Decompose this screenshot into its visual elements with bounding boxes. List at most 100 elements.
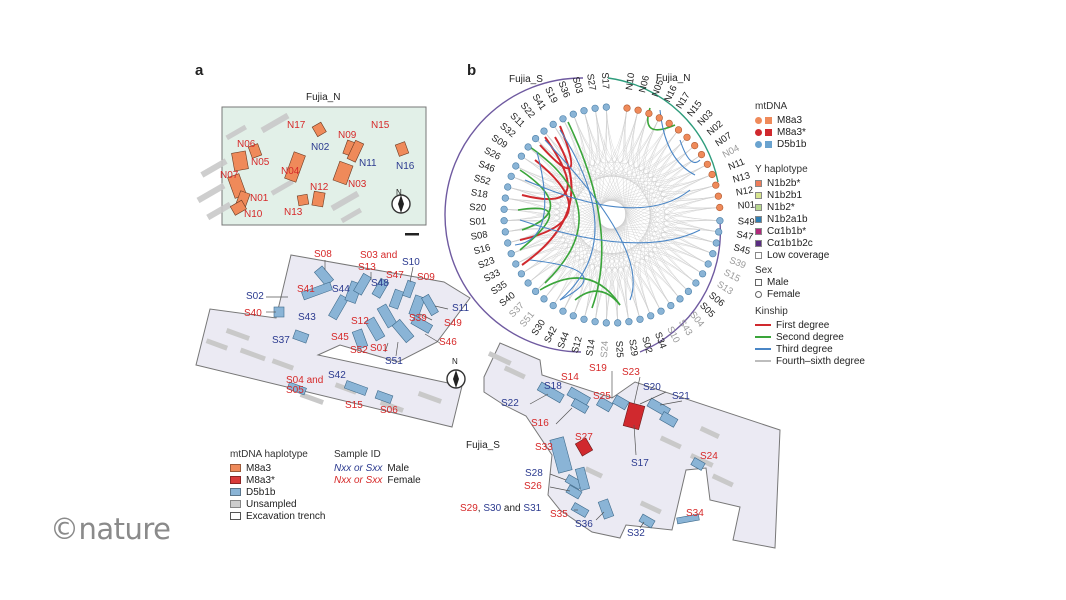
legend-label: Male (767, 276, 789, 288)
circle-node-s10 (657, 307, 665, 315)
legend-b-y-row-0: N1b2b* (755, 177, 865, 189)
south-label-s15: S15 (345, 400, 363, 411)
legend-label: Cα1b1b2c (767, 237, 813, 249)
circle-node-s29 (625, 318, 633, 326)
legend-b-y-title: Y haplotype (755, 164, 808, 175)
circle-node-n04 (703, 160, 712, 168)
legend-label: Third degree (776, 343, 833, 355)
north-label-n09: N09 (338, 130, 357, 141)
map-b-label-s34: S34 (686, 508, 704, 519)
map-b-fujia-s-title: Fujia_S (466, 440, 500, 451)
circle-label-s29: S29 (626, 339, 640, 357)
circle-node-s49 (716, 217, 724, 225)
legend-label: Excavation trench (246, 510, 326, 522)
circle-node-s42 (559, 307, 567, 315)
south-label-s47: S47 (386, 270, 404, 281)
south-label-s41: S41 (297, 284, 315, 295)
circle-node-s44 (569, 312, 577, 320)
circle-node-n11 (708, 170, 716, 179)
circle-node-n02 (691, 142, 699, 150)
north-label-n10: N10 (244, 209, 263, 220)
circle-node-s46 (507, 172, 515, 180)
legend-a-sample-title: Sample ID (334, 449, 381, 460)
north-label-n02: N02 (311, 142, 330, 153)
circle-label-s47: S47 (736, 229, 754, 243)
circle-label-s18: S18 (470, 187, 488, 201)
legend-label: M8a3* (246, 474, 275, 486)
circle-label-n11: N11 (727, 156, 747, 172)
circle-label-s34: S34 (652, 331, 668, 351)
south-site-map-b (483, 342, 781, 549)
map-b-label-s33: S33 (535, 442, 553, 453)
legend-label: M8a3 (777, 114, 803, 126)
grey-kinship-chord (649, 137, 689, 292)
circle-label-n01: N01 (737, 200, 755, 212)
circle-label-s12: S12 (570, 335, 585, 354)
circle-label-s02: S02 (639, 335, 654, 354)
fujia-n-title: Fujia_N (306, 92, 341, 103)
legend-b-kin-title: Kinship (755, 306, 788, 317)
footnote-s30: S30 (483, 503, 502, 514)
circle-node-s15 (704, 260, 712, 268)
nature-watermark: ©nature (50, 512, 171, 546)
circle-node-s13 (698, 270, 707, 278)
grey-kinship-chord (638, 113, 713, 254)
legend-b-y-row-4: Cα1b1b* (755, 225, 865, 237)
south-label-s52: S52 (350, 345, 368, 356)
legend-swatch (755, 336, 771, 338)
circle-fujia-s-title: Fujia_S (509, 74, 543, 85)
circle-label-n13: N13 (732, 170, 752, 185)
circle-node-s02 (636, 315, 644, 323)
footnote-s29: S29 (460, 503, 478, 514)
south-label-s01: S01 (370, 343, 388, 354)
circle-node-n13 (712, 181, 720, 189)
legend-swatch (755, 140, 772, 148)
grey-kinship-chord (606, 123, 670, 323)
grey-kinship-chord (504, 209, 703, 274)
legend-b-kin-row-3: Fourth–sixth degree (755, 355, 865, 367)
legend-a-rows-row-3: Unsampled (230, 498, 326, 510)
circle-node-n06 (634, 106, 642, 114)
south-label-s43: S43 (298, 312, 316, 323)
legend-b-y-row-3: N1b2a1b (755, 213, 865, 225)
compass-n-label-south: N (452, 357, 458, 366)
panel-b-letter: b (467, 62, 477, 79)
map-b-label-s35: S35 (550, 509, 568, 520)
legend-swatch (755, 227, 762, 235)
map-b-label-s22: S22 (501, 398, 519, 409)
grey-kinship-chord (507, 110, 639, 194)
south-label-s40: S40 (244, 308, 262, 319)
map-b-label-s23: S23 (622, 367, 640, 378)
circle-node-n01 (716, 203, 724, 212)
map-b-label-s21: S21 (672, 391, 690, 402)
circle-node-s30 (549, 302, 557, 310)
legend-b-y-row-1: N1b2b1 (755, 189, 865, 201)
north-label-n05: N05 (251, 157, 270, 168)
legend-label: M8a3* (777, 126, 806, 138)
north-label-n04: N04 (281, 166, 300, 177)
legend-label: M8a3 (246, 462, 272, 474)
grey-kinship-chord (647, 154, 702, 306)
circle-node-s08 (501, 228, 509, 236)
legend-a-rows-row-4: Excavation trench (230, 510, 326, 522)
circle-node-s36 (569, 110, 577, 118)
grey-kinship-chord (583, 110, 716, 193)
legend-label: Female (767, 288, 801, 300)
north-label-n11: N11 (359, 158, 377, 169)
grey-kinship-chord (515, 117, 660, 183)
south-label-s05: S05 (286, 385, 304, 396)
north-label-n15: N15 (371, 120, 390, 131)
circle-node-s03 (580, 107, 588, 115)
circle-node-s25 (614, 319, 622, 327)
south-label-s11: S11 (452, 303, 470, 314)
south-label-s46: S46 (439, 337, 457, 348)
legend-a-rows-row-1: M8a3* (230, 474, 326, 486)
north-label-n07: N07 (220, 170, 239, 181)
south-label-s44: S44 (332, 284, 350, 295)
map-b-label-s27: S27 (575, 432, 593, 443)
grey-kinship-chord (521, 156, 720, 221)
legend-label: Fourth–sixth degree (776, 355, 865, 367)
circle-label-n10: N10 (624, 72, 637, 91)
circle-label-s46: S46 (477, 159, 497, 175)
